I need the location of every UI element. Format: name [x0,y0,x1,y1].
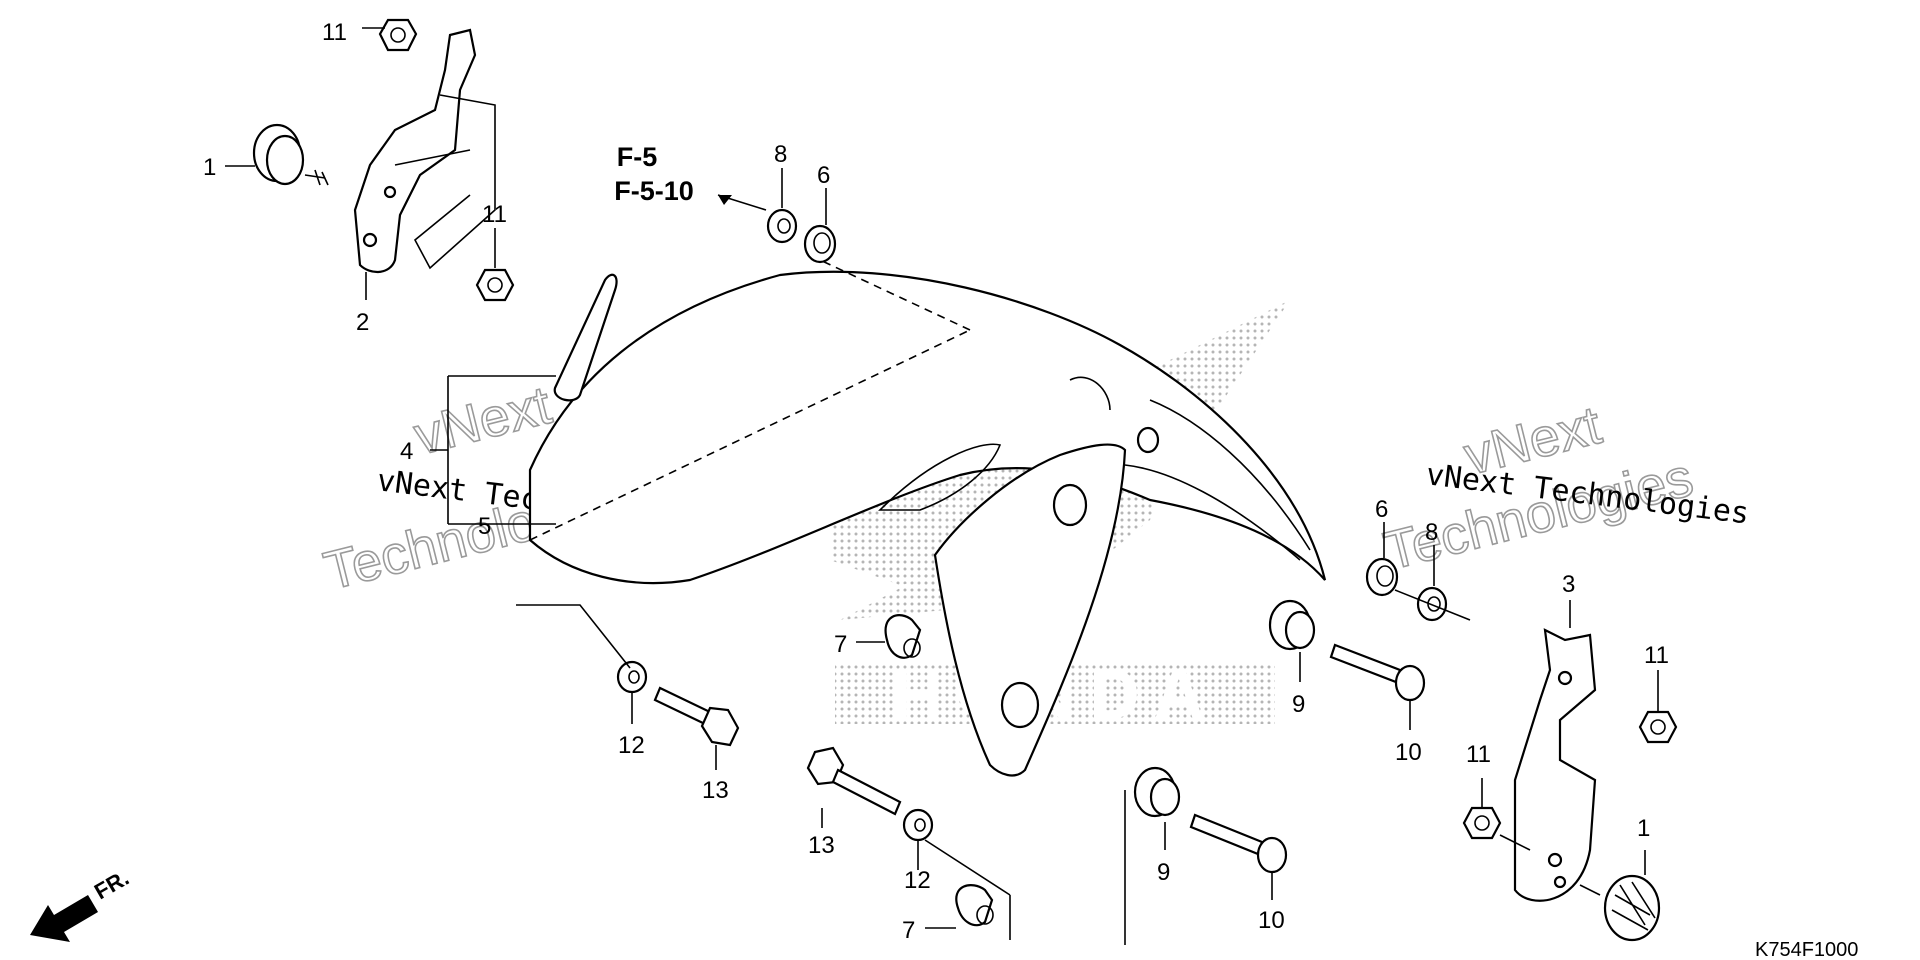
callout-1b: 1 [1637,815,1650,842]
callout-13a: 13 [702,777,729,804]
nut-11c [1462,806,1502,840]
callouts: 1 11 11 2 4 5 8 6 6 8 3 11 11 1 7 9 10 1… [203,19,1669,944]
watermark-left-line1: vNext [408,375,556,467]
front-direction-indicator: FR. [30,865,133,942]
bracket-right [1513,628,1597,902]
nut-11a [378,18,418,52]
callout-11d: 11 [1644,642,1669,669]
bolt-13b [806,746,902,816]
grommet-9b [1133,766,1181,818]
bracket-left [353,28,496,273]
callout-11c: 11 [1466,741,1491,768]
callout-10a: 10 [1395,739,1422,766]
callout-10b: 10 [1258,907,1285,934]
collar-6a [803,224,837,264]
bolt-10b [1189,813,1288,874]
washer-12b [902,808,934,842]
ref-f5-10: F-5-10 [614,176,694,206]
collar-6b [1365,557,1399,597]
callout-2: 2 [356,309,369,336]
collar-7a [884,614,922,659]
callout-11a: 11 [322,19,347,46]
bolt-10a [1329,643,1426,702]
nut-11b [475,268,515,302]
washer-8a [766,208,798,244]
rubber-bumper-left [252,123,329,186]
callout-8b: 8 [1425,519,1438,546]
callout-4: 4 [400,438,413,465]
front-arrow-icon [30,895,98,942]
callout-7a: 7 [834,631,847,658]
washer-12a [616,660,648,694]
callout-6b: 6 [1375,496,1388,523]
callout-8a: 8 [774,141,787,168]
callout-12a: 12 [618,732,645,759]
callout-7b: 7 [902,917,915,944]
reference-arrow [718,195,732,205]
leader-lines [225,27,1659,945]
callout-3: 3 [1562,571,1575,598]
callout-12b: 12 [904,867,931,894]
callout-5: 5 [478,513,491,540]
reflector-strip [553,273,618,402]
callout-9a: 9 [1292,691,1305,718]
callout-11b: 11 [482,201,507,228]
rubber-bumper-right [1579,874,1661,942]
callout-9b: 9 [1157,859,1170,886]
diagram-code: K754F1000 [1755,939,1858,960]
nut-11d [1638,710,1678,744]
callout-1a: 1 [203,154,216,181]
callout-13b: 13 [808,832,835,859]
front-fender [528,259,1327,777]
bolt-13a [653,686,740,747]
ref-f5: F-5 [617,142,658,172]
callout-6a: 6 [817,162,830,189]
collar-7b [955,884,994,927]
direction-label: FR. [90,865,133,904]
grommet-9a [1268,599,1316,651]
